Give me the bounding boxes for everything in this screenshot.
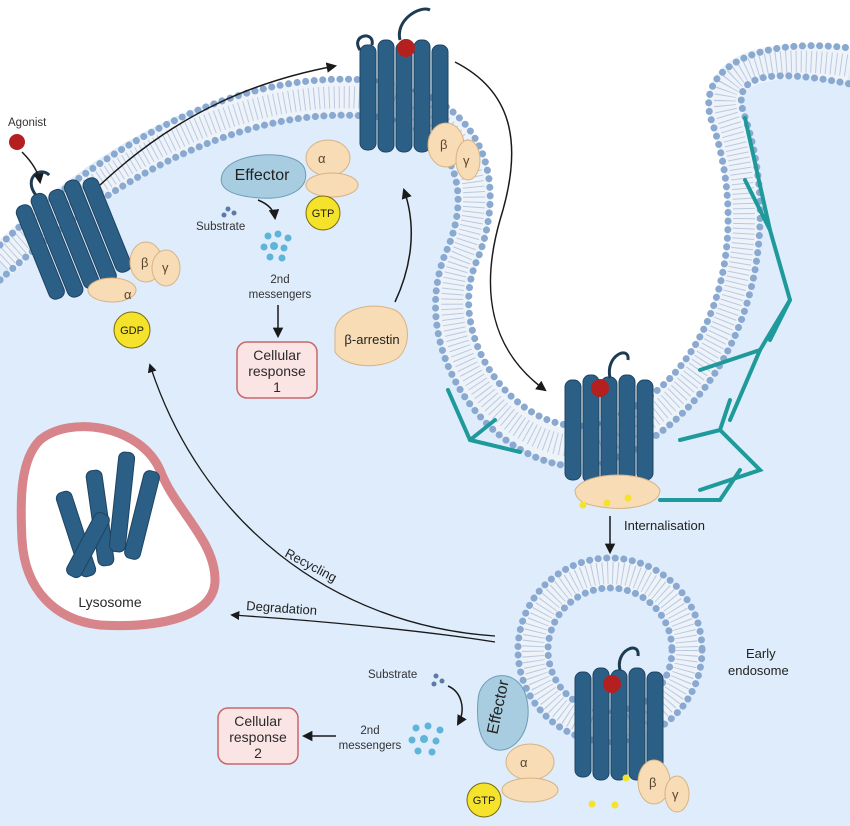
lysosome: Lysosome	[16, 422, 220, 631]
effector-top: Effector	[220, 154, 307, 199]
receptor-active-top	[356, 7, 449, 153]
beta-arrestin-label: β-arrestin	[344, 332, 399, 347]
gamma-subunit-label: γ	[463, 153, 470, 168]
endocytosis-arrow	[454, 61, 547, 392]
agonist-label: Agonist	[8, 117, 47, 129]
gtp-molecule-bottom	[466, 782, 502, 818]
g-protein-active-top: α β γ	[305, 122, 481, 198]
gdp-label: GDP	[120, 325, 144, 337]
second-messengers-top-dots	[260, 230, 292, 262]
substrate-conversion-arrow-top	[257, 199, 280, 221]
second-messengers-bottom-dots	[408, 722, 444, 756]
cellular-response-2-box: Cellular response 2	[217, 707, 299, 765]
g-protein-endosomal: α β γ	[501, 743, 690, 813]
gtp-bottom-label: GTP	[473, 795, 496, 807]
alpha-subunit-label: α	[520, 755, 528, 770]
second-messengers-top-line2: messengers	[249, 289, 312, 301]
cellular-response-1-line3: 1	[273, 379, 281, 395]
clathrin-coat	[446, 116, 793, 502]
early-endosome-line1: Early	[746, 646, 776, 661]
lysosome-label: Lysosome	[78, 594, 142, 610]
gtp-top-label: GTP	[312, 208, 335, 220]
internalisation-label: Internalisation	[624, 518, 705, 533]
early-endosome	[514, 554, 706, 746]
cellular-response-2-line2: response	[229, 729, 287, 745]
effector-top-label: Effector	[235, 167, 291, 184]
substrate-bottom-label: Substrate	[368, 669, 417, 681]
beta-subunit-label: β	[649, 775, 656, 790]
recycling-arrow	[147, 363, 496, 637]
cellular-response-2-line3: 2	[254, 745, 262, 761]
effector-bottom: Effector	[477, 675, 529, 751]
substrate-conversion-arrow-bottom	[447, 685, 467, 726]
cellular-response-1-box: Cellular response 1	[236, 341, 318, 399]
agonist-binding-arrow	[21, 151, 44, 185]
alpha-subunit-label: α	[124, 287, 132, 302]
second-messengers-top-line1: 2nd	[270, 274, 289, 286]
receptor-internalising	[564, 351, 661, 509]
cellular-response-2-line1: Cellular	[234, 713, 282, 729]
gamma-subunit-label: γ	[162, 260, 169, 275]
cellular-response-1-line2: response	[248, 363, 306, 379]
degradation-label: Degradation	[246, 598, 318, 618]
cellular-response-1-line1: Cellular	[253, 347, 301, 363]
beta-subunit-label: β	[141, 255, 148, 270]
degraded-receptor-fragments	[55, 451, 160, 579]
activation-arrow	[99, 62, 338, 186]
receptor-endosomal	[574, 646, 664, 809]
alpha-subunit-label: α	[318, 151, 326, 166]
second-messengers-bottom-line2: messengers	[339, 740, 402, 752]
early-endosome-line2: endosome	[728, 663, 789, 678]
substrate-top-dots	[221, 206, 237, 218]
g-protein-inactive: α β γ	[87, 241, 181, 303]
agonist-molecule	[9, 134, 25, 150]
degradation-arrow	[230, 610, 496, 643]
gdp-molecule	[113, 311, 151, 349]
gamma-subunit-label: γ	[672, 787, 679, 802]
receptor-inactive	[15, 170, 132, 300]
arrestin-recruitment-arrow	[394, 188, 413, 303]
beta-subunit-label: β	[440, 137, 447, 152]
substrate-top-label: Substrate	[196, 221, 245, 233]
second-messengers-bottom-line1: 2nd	[360, 725, 379, 737]
substrate-bottom-dots	[431, 673, 445, 687]
gtp-molecule-top	[305, 195, 341, 231]
beta-arrestin: β-arrestin	[334, 305, 408, 367]
